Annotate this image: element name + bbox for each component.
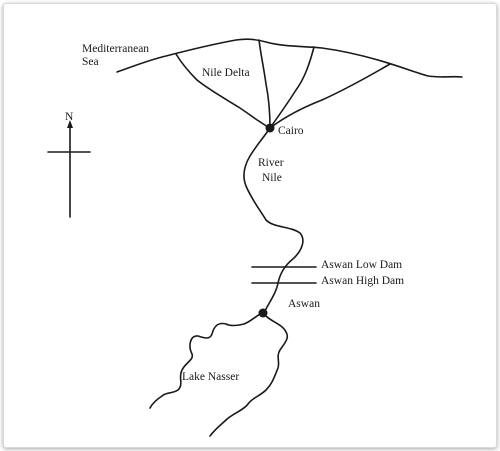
sea-label-line2: Sea — [82, 56, 99, 68]
lake-nasser-east-shore — [209, 315, 289, 437]
lake-label: Lake Nasser — [182, 371, 239, 383]
nile-map: N Mediterranean Sea Nile Delta Cairo Riv… — [47, 38, 463, 437]
delta-branch-west — [175, 53, 271, 129]
compass-arrowhead — [67, 120, 73, 128]
cairo-label: Cairo — [278, 125, 304, 137]
delta-branch-east — [269, 46, 315, 129]
low-dam-label: Aswan Low Dam — [321, 259, 402, 271]
coastline — [116, 38, 463, 78]
sea-label-line1: Mediterranean — [82, 43, 149, 55]
map-frame: N Mediterranean Sea Nile Delta Cairo Riv… — [3, 3, 497, 448]
compass-north-label: N — [65, 111, 74, 123]
river-nile — [243, 127, 304, 314]
aswan-marker — [258, 308, 268, 318]
cairo-marker — [265, 123, 275, 133]
delta-label: Nile Delta — [202, 67, 250, 79]
delta-branch-far-east — [269, 63, 391, 129]
river-label-line2: Nile — [262, 172, 282, 184]
compass: N — [47, 111, 91, 218]
lake-nasser-west-shore — [149, 312, 263, 409]
high-dam-label: Aswan High Dam — [321, 275, 404, 287]
river-label-line1: River — [258, 157, 284, 169]
delta-branch-center — [258, 39, 271, 129]
aswan-label: Aswan — [288, 298, 320, 310]
